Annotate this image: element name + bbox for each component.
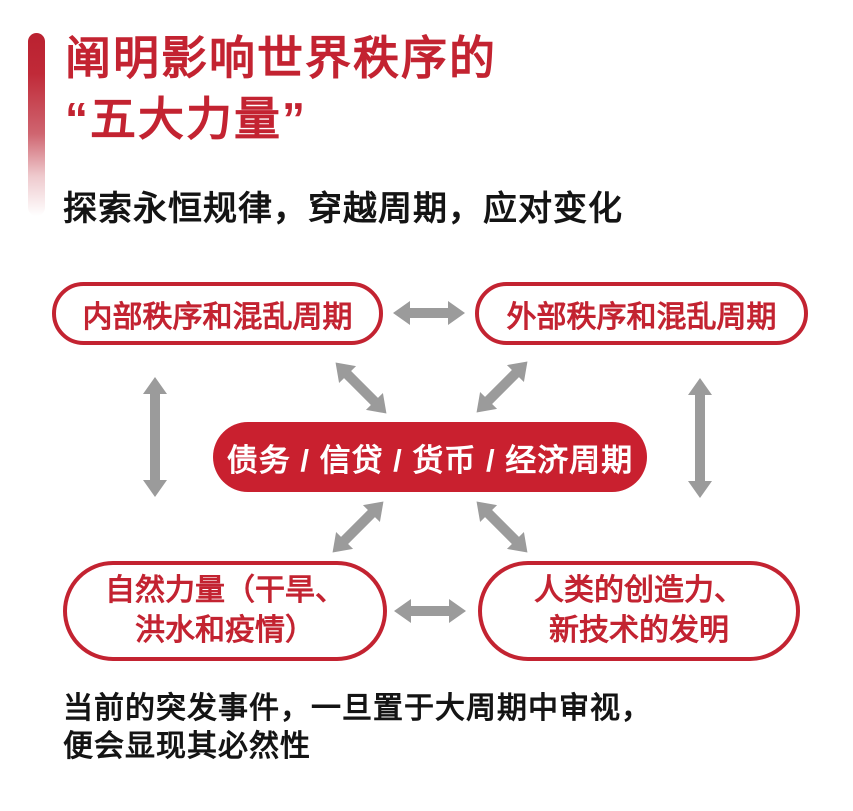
double-arrow-vertical-left-icon <box>142 377 168 497</box>
double-arrow-center-to-bottom-left-icon <box>323 492 394 563</box>
node-label-line-2: 洪水和疫情） <box>135 614 315 647</box>
title-line-2: “五大力量” <box>65 93 307 145</box>
node-label: 外部秩序和混乱周期 <box>506 300 777 334</box>
title-line-1: 阐明影响世界秩序的 <box>65 32 497 84</box>
page-subtitle: 探索永恒规律，穿越周期，应对变化 <box>63 190 623 228</box>
node-label: 内部秩序和混乱周期 <box>82 300 353 334</box>
node-label: 自然力量（干旱、 洪水和疫情） <box>105 571 345 651</box>
footer-note-line-2: 便会显现其必然性 <box>63 730 311 763</box>
double-arrow-center-to-top-left-icon <box>326 353 397 424</box>
node-label-line-1: 自然力量（干旱、 <box>105 574 345 607</box>
page-title: 阐明影响世界秩序的 “五大力量” <box>65 28 497 150</box>
title-accent-bar <box>28 33 45 216</box>
double-arrow-vertical-right-icon <box>687 378 713 498</box>
double-arrow-horizontal-top-icon <box>393 300 465 326</box>
footer-note: 当前的突发事件，一旦置于大周期中审视， 便会显现其必然性 <box>63 690 652 766</box>
node-label: 人类的创造力、 新技术的发明 <box>534 571 744 651</box>
footer-note-line-1: 当前的突发事件，一旦置于大周期中审视， <box>63 692 652 725</box>
double-arrow-center-to-bottom-right-icon <box>467 492 538 563</box>
node-internal-order-chaos-cycle: 内部秩序和混乱周期 <box>52 282 383 345</box>
node-natural-forces: 自然力量（干旱、 洪水和疫情） <box>63 561 387 661</box>
node-label-line-2: 新技术的发明 <box>549 614 729 647</box>
node-label: 债务 / 信贷 / 货币 / 经济周期 <box>226 442 634 478</box>
node-debt-credit-money-economy-cycle: 债务 / 信贷 / 货币 / 经济周期 <box>213 422 647 492</box>
node-human-inventiveness: 人类的创造力、 新技术的发明 <box>478 561 800 661</box>
node-external-order-chaos-cycle: 外部秩序和混乱周期 <box>475 282 808 345</box>
double-arrow-horizontal-bottom-icon <box>394 598 466 624</box>
node-label-line-1: 人类的创造力、 <box>534 574 744 607</box>
double-arrow-center-to-top-right-icon <box>467 352 538 423</box>
